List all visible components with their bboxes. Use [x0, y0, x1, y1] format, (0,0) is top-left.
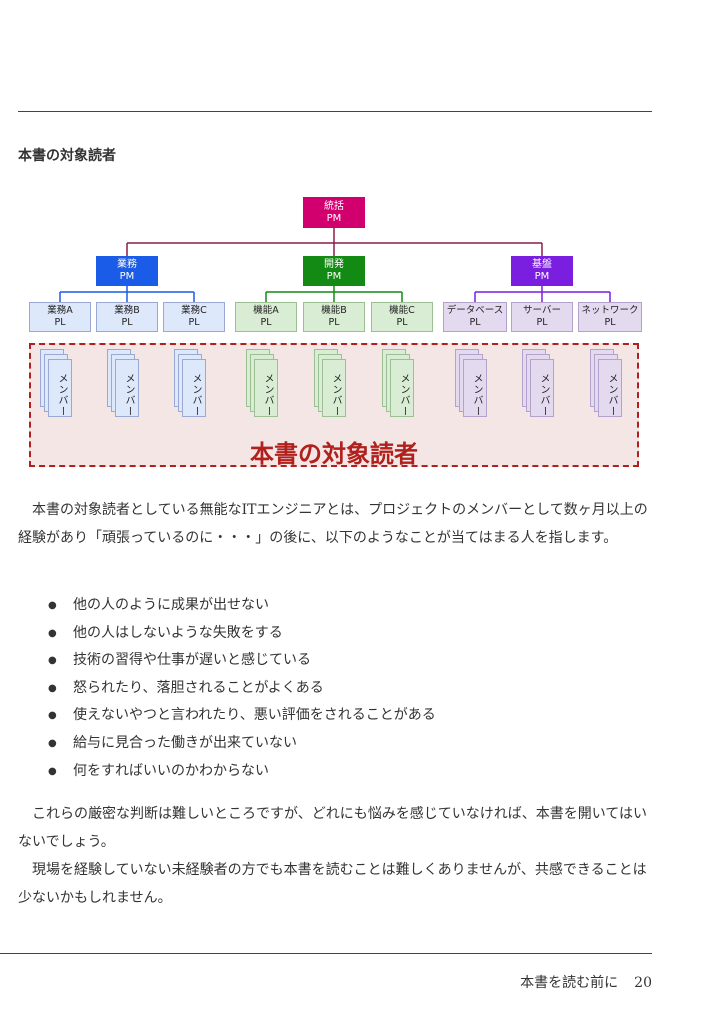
member-card	[598, 359, 622, 417]
pl-role: PL	[121, 317, 133, 328]
footer-chapter: 本書を読む前に	[520, 975, 619, 991]
member-card	[182, 359, 206, 417]
footer-rule	[0, 953, 652, 954]
pl-role: PL	[188, 317, 200, 328]
page-footer: 本書を読む前に 20	[520, 972, 652, 992]
section-title: 本書の対象読者	[18, 148, 116, 164]
pl-box: サーバー PL	[511, 302, 573, 332]
pl-name: 業務A	[47, 305, 73, 316]
member-card	[254, 359, 278, 417]
criteria-item: 給与に見合った働きが出来ていない	[48, 730, 436, 758]
pl-box: 業務C PL	[163, 302, 225, 332]
member-card	[530, 359, 554, 417]
page-number: 20	[634, 975, 652, 991]
member-label: メンバー	[606, 373, 617, 417]
pl-role: PL	[260, 317, 272, 328]
group-pm-role: PM	[119, 271, 135, 282]
pl-box: データベース PL	[443, 302, 507, 332]
member-card	[390, 359, 414, 417]
pl-role: PL	[536, 317, 548, 328]
pl-name: 機能C	[389, 305, 415, 316]
target-audience-label: 本書の対象読者	[250, 440, 418, 468]
member-label: メンバー	[471, 373, 482, 417]
pl-box: 業務A PL	[29, 302, 91, 332]
closing-text: これらの厳密な判断は難しいところですが、どれにも悩みを感じていなければ、本書を開…	[18, 806, 648, 850]
group-pm-box: 基盤 PM	[511, 256, 573, 286]
member-label: メンバー	[190, 373, 201, 417]
pl-name: 業務C	[181, 305, 207, 316]
member-card	[48, 359, 72, 417]
member-label: メンバー	[56, 373, 67, 417]
member-card	[463, 359, 487, 417]
member-label: メンバー	[398, 373, 409, 417]
group-pm-name: 基盤	[532, 259, 552, 270]
member-label: メンバー	[538, 373, 549, 417]
intro-paragraph: 本書の対象読者としている無能なITエンジニアとは、プロジェクトのメンバーとして数…	[18, 496, 658, 552]
group-pm-box: 開発 PM	[303, 256, 365, 286]
pl-role: PL	[396, 317, 408, 328]
pl-name: 業務B	[114, 305, 140, 316]
closing-paragraphs: これらの厳密な判断は難しいところですが、どれにも悩みを感じていなければ、本書を開…	[18, 800, 658, 912]
pl-name: ネットワーク	[581, 305, 639, 316]
group-pm-role: PM	[534, 271, 550, 282]
pl-box: 機能B PL	[303, 302, 365, 332]
member-card	[322, 359, 346, 417]
group-pm-role: PM	[326, 271, 342, 282]
pl-box: 機能C PL	[371, 302, 433, 332]
criteria-item: 何をすればいいのかわからない	[48, 758, 436, 786]
pl-role: PL	[604, 317, 616, 328]
top-pm-name: 統括	[324, 200, 344, 212]
intro-text: 本書の対象読者としている無能なITエンジニアとは、プロジェクトのメンバーとして数…	[18, 502, 648, 546]
pl-name: サーバー	[523, 305, 561, 316]
top-pm-role: PM	[326, 212, 342, 224]
criteria-list: 他の人のように成果が出せない 他の人はしないような失敗をする 技術の習得や仕事が…	[48, 592, 436, 785]
member-label: メンバー	[123, 373, 134, 417]
group-pm-name: 開発	[324, 259, 344, 270]
criteria-item: 他の人はしないような失敗をする	[48, 620, 436, 648]
pl-role: PL	[54, 317, 66, 328]
pl-box: ネットワーク PL	[578, 302, 642, 332]
criteria-item: 怒られたり、落胆されることがよくある	[48, 675, 436, 703]
pl-name: 機能A	[253, 305, 279, 316]
pl-role: PL	[469, 317, 481, 328]
criteria-item: 技術の習得や仕事が遅いと感じている	[48, 647, 436, 675]
pl-name: 機能B	[321, 305, 347, 316]
header-rule	[18, 111, 652, 112]
criteria-item: 使えないやつと言われたり、悪い評価をされることがある	[48, 702, 436, 730]
pl-box: 機能A PL	[235, 302, 297, 332]
top-pm-box: 統括 PM	[303, 197, 365, 228]
pl-name: データベース	[446, 305, 504, 316]
criteria-item: 他の人のように成果が出せない	[48, 592, 436, 620]
group-pm-name: 業務	[117, 259, 137, 270]
closing-text: 現場を経験していない未経験者の方でも本書を読むことは難しくありませんが、共感でき…	[18, 862, 647, 906]
member-label: メンバー	[262, 373, 273, 417]
group-pm-box: 業務 PM	[96, 256, 158, 286]
pl-role: PL	[328, 317, 340, 328]
member-label: メンバー	[330, 373, 341, 417]
pl-box: 業務B PL	[96, 302, 158, 332]
member-card	[115, 359, 139, 417]
